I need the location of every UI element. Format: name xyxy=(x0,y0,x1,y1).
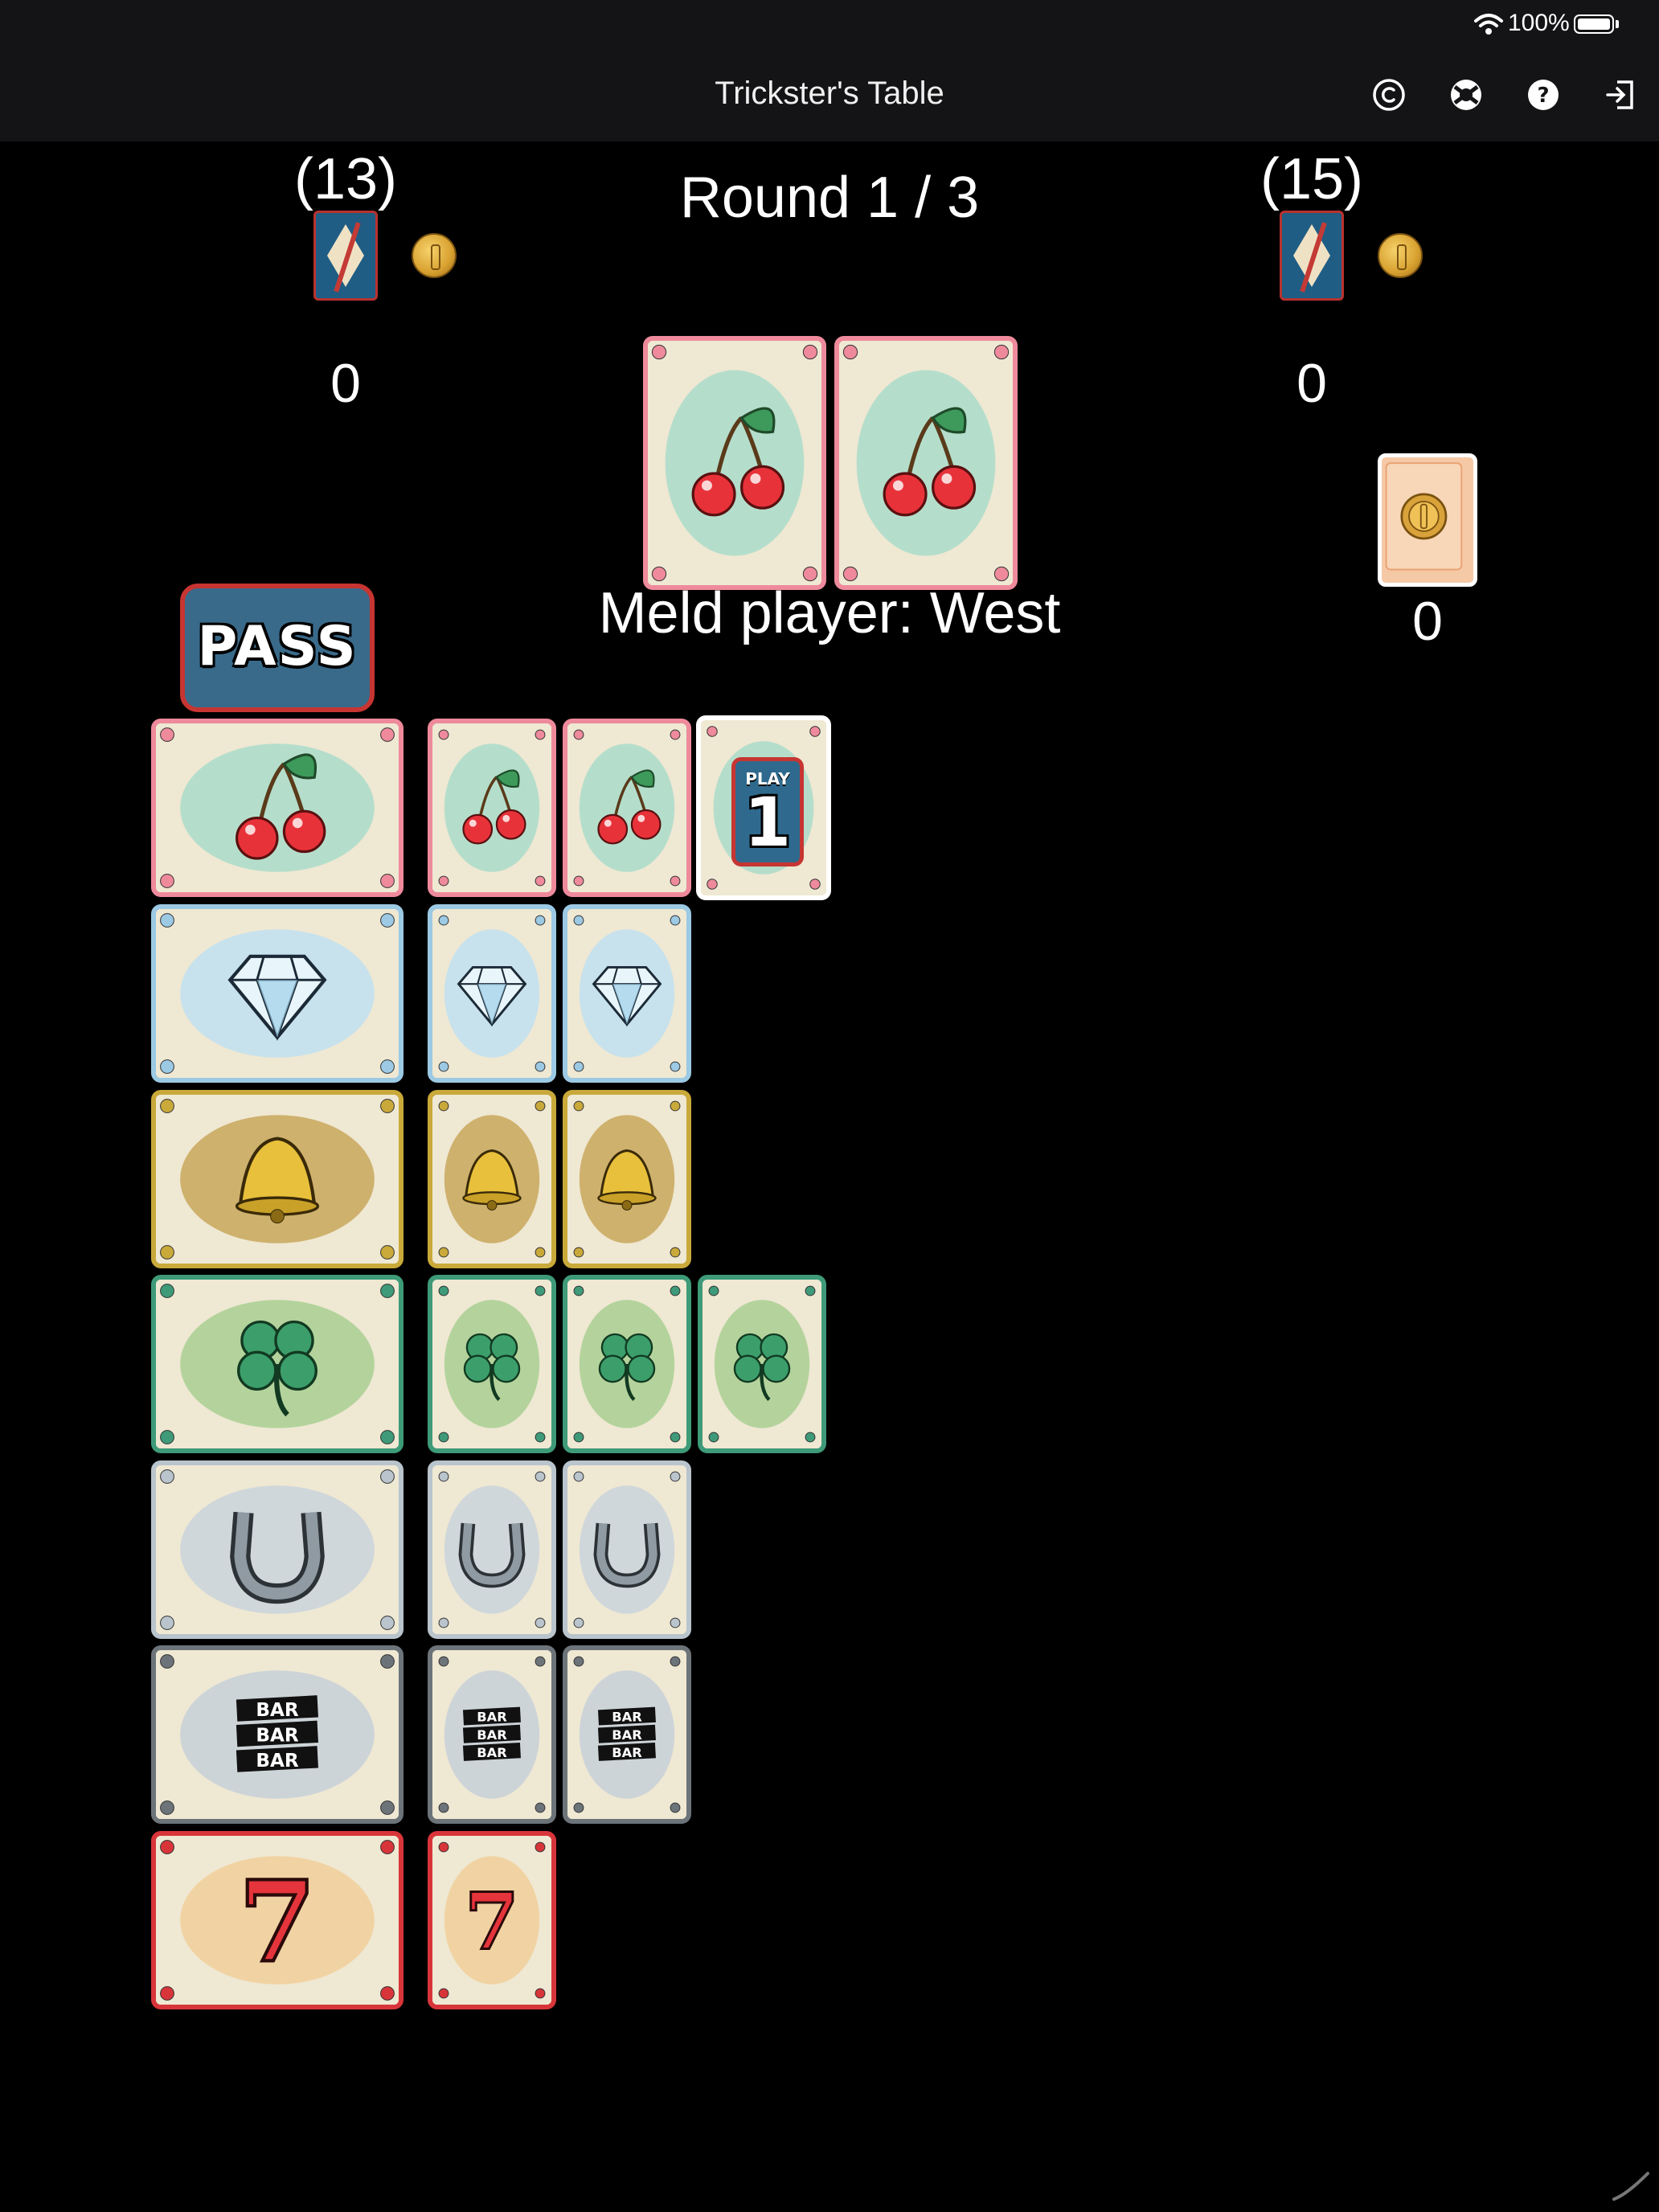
svg-text:7: 7 xyxy=(465,1876,519,1968)
hand-stack-horseshoe[interactable] xyxy=(151,1460,403,1639)
west-deck-icon xyxy=(313,211,378,301)
battery-nub xyxy=(1616,20,1619,28)
hand-card-bar[interactable]: BAR BAR BAR xyxy=(428,1645,556,1824)
hand-card-bell[interactable] xyxy=(428,1090,556,1268)
svg-text:BAR: BAR xyxy=(256,1751,298,1772)
west-coin-icon xyxy=(412,233,457,278)
help-icon[interactable]: ? xyxy=(1524,76,1563,114)
home-indicator xyxy=(1611,2170,1651,2202)
hand-card-bar[interactable]: BAR BAR BAR xyxy=(563,1645,691,1824)
support-icon[interactable] xyxy=(1447,76,1485,114)
hand-stack-cherry[interactable] xyxy=(151,719,403,897)
hand-card-cherry[interactable] xyxy=(428,719,556,897)
hand-stack-seven[interactable]: 7 xyxy=(151,1831,403,2009)
battery-percent: 100% xyxy=(1508,10,1570,36)
hand-card-seven[interactable]: 7 xyxy=(428,1831,556,2009)
bank-score: 0 xyxy=(1412,591,1443,652)
svg-text:7: 7 xyxy=(239,1856,316,1987)
svg-text:BAR: BAR xyxy=(612,1727,642,1743)
svg-text:BAR: BAR xyxy=(477,1710,507,1725)
copyright-icon[interactable] xyxy=(1370,76,1408,114)
hand-card-clover[interactable] xyxy=(698,1275,826,1453)
pass-button[interactable]: PASS xyxy=(180,584,375,712)
hand-card-bell[interactable] xyxy=(563,1090,691,1268)
east-deck-icon xyxy=(1280,211,1344,301)
svg-text:?: ? xyxy=(1537,84,1549,108)
play-badge-number: 1 xyxy=(743,783,792,862)
east-score: 0 xyxy=(1296,353,1327,414)
hand-stack-bell[interactable] xyxy=(151,1090,403,1268)
meld-player-label: Meld player: West xyxy=(598,581,1061,645)
hand-card-diamond[interactable] xyxy=(563,904,691,1083)
svg-text:BAR: BAR xyxy=(477,1745,507,1760)
play-badge-label: PLAY xyxy=(745,769,790,789)
svg-text:BAR: BAR xyxy=(477,1727,507,1743)
hand-card-cherry[interactable] xyxy=(563,719,691,897)
meld-card-cherry[interactable] xyxy=(834,336,1018,590)
hand-card-diamond[interactable] xyxy=(428,904,556,1083)
coin-card[interactable] xyxy=(1378,453,1477,587)
west-hand-count: (13) xyxy=(293,147,398,211)
hand-stack-diamond[interactable] xyxy=(151,904,403,1083)
west-score: 0 xyxy=(330,353,361,414)
hand-card-clover[interactable] xyxy=(428,1275,556,1453)
exit-icon[interactable] xyxy=(1601,76,1640,114)
round-indicator: Round 1 / 3 xyxy=(679,166,980,230)
svg-text:BAR: BAR xyxy=(612,1710,642,1725)
east-coin-icon xyxy=(1378,233,1423,278)
status-bar xyxy=(0,0,1659,48)
battery-icon xyxy=(1574,14,1614,34)
hand-card-clover[interactable] xyxy=(563,1275,691,1453)
hand-stack-clover[interactable] xyxy=(151,1275,403,1453)
hand-card-horseshoe[interactable] xyxy=(428,1460,556,1639)
east-hand-count: (15) xyxy=(1260,147,1364,211)
hand-stack-bar[interactable]: BAR BAR BAR xyxy=(151,1645,403,1824)
svg-text:BAR: BAR xyxy=(256,1725,298,1746)
page-title: Trickster's Table xyxy=(715,76,944,111)
wifi-icon xyxy=(1473,11,1505,37)
svg-text:BAR: BAR xyxy=(256,1700,298,1721)
svg-text:BAR: BAR xyxy=(612,1745,642,1760)
hand-card-horseshoe[interactable] xyxy=(563,1460,691,1639)
meld-card-cherry[interactable] xyxy=(643,336,826,590)
